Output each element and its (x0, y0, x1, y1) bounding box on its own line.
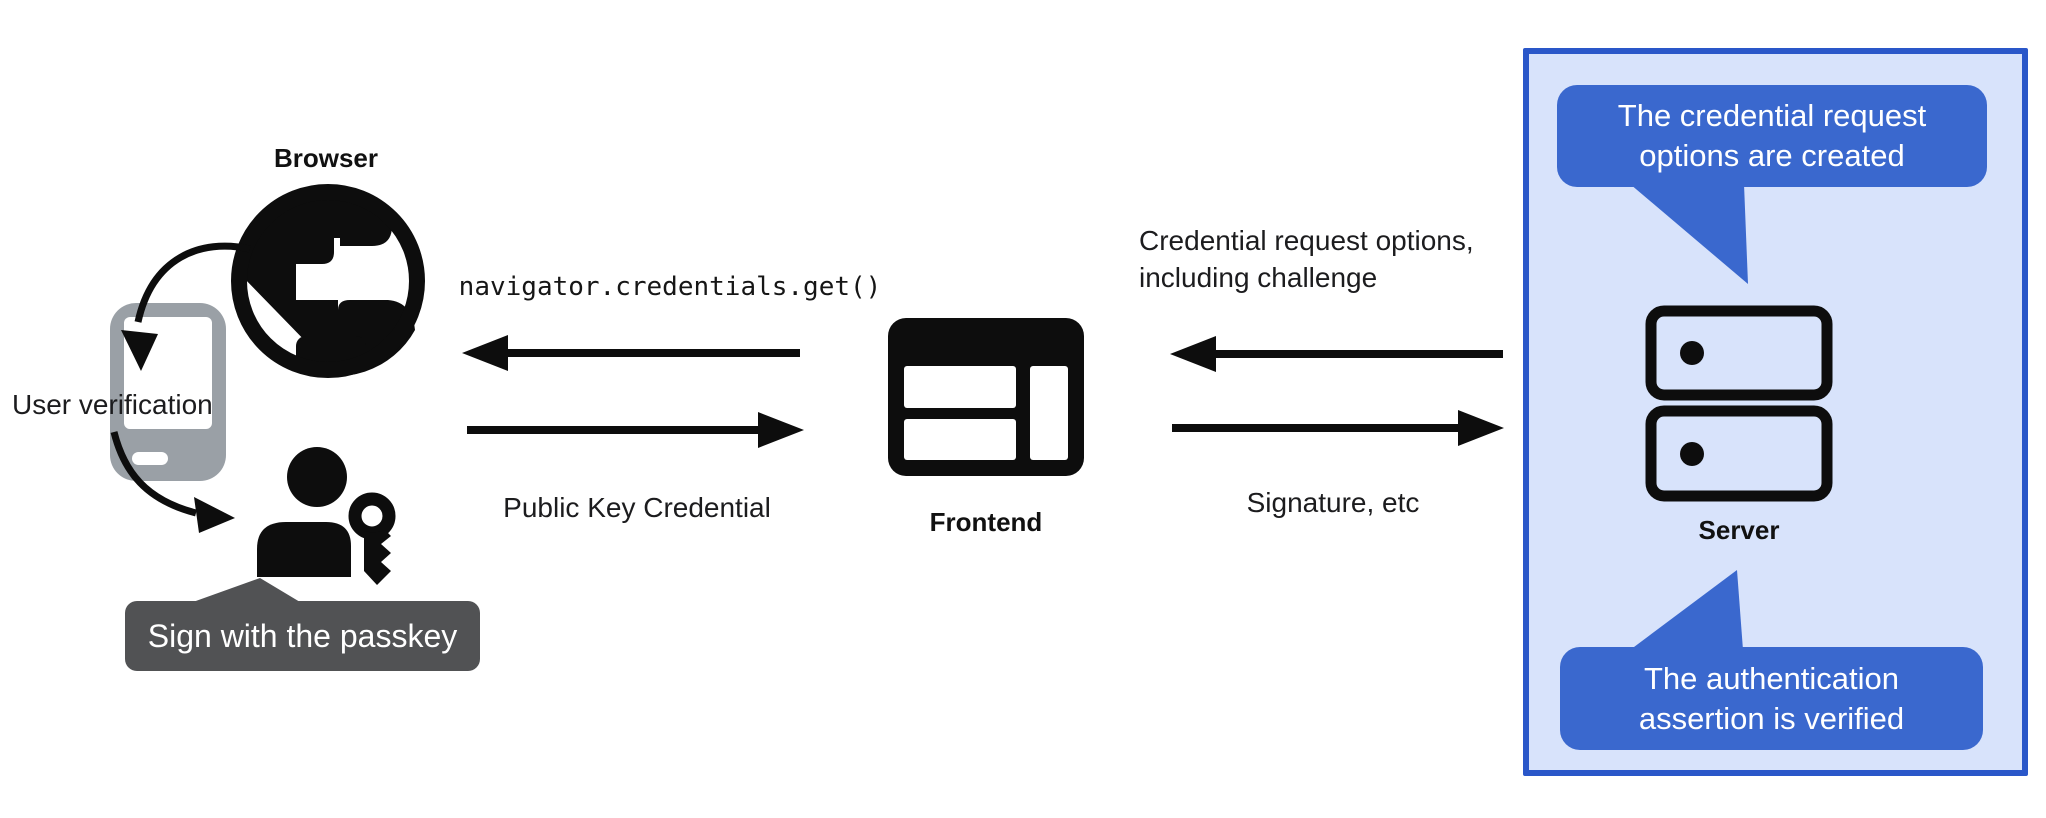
bottom-bubble-tail (1630, 570, 1743, 650)
passkey-tooltip-text: Sign with the passkey (147, 617, 458, 654)
frontend-label: Frontend (929, 507, 1043, 537)
browser-label: Browser (273, 143, 379, 173)
server-stack-icon (1645, 305, 1833, 502)
key-icon (348, 492, 396, 585)
arrow-right-public-key (467, 412, 804, 448)
top-speech-bubble: The credential request options are creat… (1557, 85, 1987, 187)
credential-options-line1: Credential request options, (1139, 225, 1474, 256)
passkey-tooltip: Sign with the passkey (125, 601, 480, 671)
user-verification-label: User verification (12, 389, 213, 420)
top-bubble-line2: options are created (1639, 138, 1905, 173)
tooltip-pointer (193, 578, 300, 602)
arrow-right-signature (1172, 410, 1504, 446)
credential-options-label: Credential request options, including ch… (1139, 222, 1474, 296)
globe-browser-icon (231, 184, 425, 378)
bottom-bubble-line2: assertion is verified (1638, 700, 1905, 736)
bottom-speech-bubble: The authentication assertion is verified (1560, 647, 1983, 750)
arrow-left-get (462, 335, 800, 371)
signature-label: Signature, etc (1246, 487, 1420, 518)
bottom-bubble-line1: The authentication (1643, 660, 1900, 696)
public-key-credential-label: Public Key Credential (503, 492, 771, 523)
curved-arrow-globe-to-phone (121, 242, 251, 371)
top-bubble-line1: The credential request (1617, 98, 1927, 133)
arrow-left-credential-options (1170, 336, 1503, 372)
curved-arrow-phone-to-user (110, 431, 235, 533)
credential-options-line2: including challenge (1139, 262, 1378, 293)
browser-window-icon (888, 318, 1084, 476)
top-bubble-tail (1630, 184, 1748, 284)
user-with-key-icon (257, 447, 396, 585)
server-label: Server (1698, 515, 1780, 545)
api-call-label: navigator.credentials.get() (458, 272, 882, 302)
